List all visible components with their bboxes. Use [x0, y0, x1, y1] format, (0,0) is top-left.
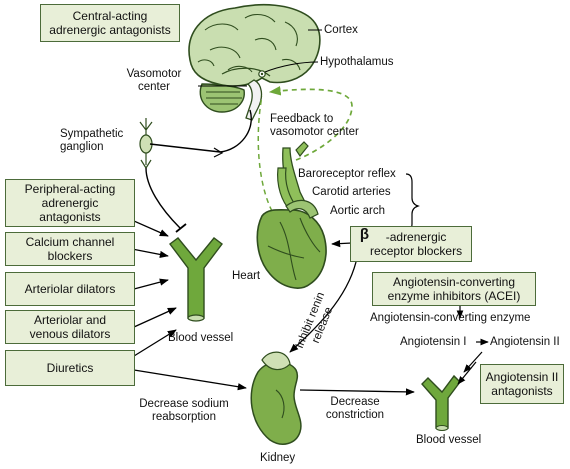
heart-illustration	[256, 199, 327, 289]
angiotensin-i-label: Angiotensin I	[400, 336, 467, 348]
heart-label: Heart	[232, 270, 261, 282]
arteriolar-dilators-box: Arteriolar dilators	[5, 272, 135, 306]
acei-box: Angiotensin-converting enzyme inhibitors…	[372, 272, 536, 306]
carotid-arteries-label: Carotid arteries	[312, 186, 391, 198]
sympathetic-ganglion-illustration	[139, 118, 153, 169]
blood-vessel-right-label: Blood vessel	[416, 434, 482, 446]
vasomotor-center-label: Vasomotor center	[126, 68, 182, 93]
calcium-channel-blockers-box: Calcium channel blockers	[5, 232, 135, 266]
kidney-label: Kidney	[260, 452, 296, 464]
blood-vessel-right-illustration	[421, 374, 461, 431]
aortic-arch-label: Aortic arch	[330, 205, 385, 217]
ace-enzyme-label: Angiotensin-converting enzyme	[370, 312, 531, 324]
central-acting-antagonists-box: Central-acting adrenergic antagonists	[40, 4, 180, 42]
hypothalamus-label: Hypothalamus	[320, 56, 394, 68]
decrease-sodium-label: Decrease sodium reabsorption	[139, 398, 229, 423]
feedback-label: Feedback to vasomotor center	[270, 113, 359, 138]
cortex-label: Cortex	[324, 24, 358, 36]
angiotensin-ii-antagonists-box: Angiotensin II antagonists	[480, 364, 564, 404]
kidney-illustration	[250, 351, 302, 445]
arteriolar-venous-dilators-box: Arteriolar and venous dilators	[5, 310, 135, 344]
peripheral-acting-antagonists-box: Peripheral-acting adrenergic antagonists	[5, 179, 135, 227]
diuretics-box: Diuretics	[5, 350, 135, 386]
sympathetic-ganglion-label: Sympathetic ganglion	[60, 128, 124, 153]
brain-illustration	[188, 3, 321, 121]
angiotensin-ii-label: Angiotensin II	[490, 336, 560, 348]
baroreceptor-reflex-label: Baroreceptor reflex	[298, 168, 396, 180]
blood-vessel-left-illustration	[169, 237, 223, 322]
decrease-constriction-label: Decrease constriction	[325, 396, 385, 421]
beta-blockers-box: β -adrenergic receptor blockers	[350, 226, 472, 262]
blood-vessel-left-label: Blood vessel	[168, 332, 234, 344]
beta-symbol: β	[359, 226, 370, 243]
beta-blockers-text: -adrenergic receptor blockers	[370, 230, 463, 258]
